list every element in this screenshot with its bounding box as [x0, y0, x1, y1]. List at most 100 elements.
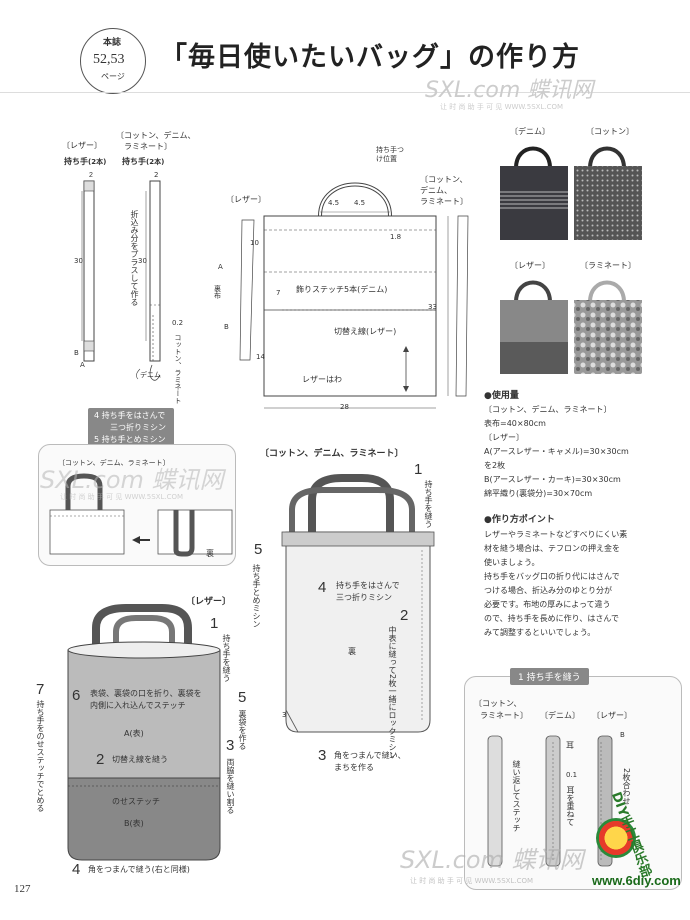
handle-dim-length: 30 [74, 257, 83, 265]
handle-label-a: A [80, 361, 85, 369]
pattern-dim-28: 28 [340, 403, 349, 411]
step45-drawing [49, 473, 233, 557]
handle-dim-width-2: 2 [154, 171, 159, 179]
materials-leather-b: B(アースレザー・カーキ)=30×30cm [484, 475, 621, 484]
materials-cotton-label: 〔コットン、デニム、ラミネート〕 [484, 405, 612, 414]
watermark-logo-mid: SXL.com 蝶讯网 [40, 466, 224, 494]
leather-noseru: のせステッチ [112, 797, 160, 806]
cotton-step3-text: 角をつまんで縫い、まちを作る [334, 751, 406, 772]
cotton-step2-num: 2 [400, 607, 409, 624]
pattern-dim-14: 14 [256, 353, 265, 361]
leather-step2-text: 切替え線を縫う [112, 755, 168, 764]
pattern-lining: 裏布 [214, 285, 221, 300]
handle-drawings [81, 180, 161, 381]
step45-line5: 5 持ち手とめミシン [94, 435, 166, 444]
points-line: つける場合、折込み分のゆとり分が [484, 586, 612, 595]
cotton-step1-num: 1 [414, 461, 423, 478]
points-line: 持ち手をバッグ口の折り代にはさんで [484, 572, 620, 581]
step45-line4b: 三つ折りミシン [110, 423, 166, 432]
cotton-step4-num: 4 [318, 579, 327, 596]
leather-bag-drawing [67, 604, 221, 861]
watermark-logo: SXL.com 蝶讯网 [425, 78, 594, 103]
badge-unit: ページ [101, 72, 125, 81]
handle-title-2: 持ち手 [122, 157, 146, 166]
badge-top: 本誌 [103, 38, 122, 48]
step1-note1: 縫い返してステッチ [512, 760, 521, 832]
pattern-dim-33: 33 [428, 303, 437, 311]
page-badge: 本誌 52,53 ページ [80, 28, 146, 94]
pattern-dim-45a: 4.5 [328, 199, 340, 207]
materials-leather-c: 綿平織り(裏袋分)=30×70cm [484, 489, 593, 498]
handle-cotton-side: コットン、ラミネート [174, 334, 182, 404]
club-logo-icon [596, 818, 636, 858]
photo-label-laminate: 〔ラミネート〕 [580, 261, 636, 270]
pattern-switch-line: 切替え線(レザー) [334, 327, 397, 336]
photo-label-leather: 〔レザー〕 [510, 261, 550, 270]
leather-step3-num: 3 [226, 737, 235, 754]
points-line: ので、持ち手を長めに作り、はさんで [484, 614, 619, 623]
materials-cotton-line: 表布=40×80cm [484, 419, 546, 428]
step1-label-b: B [620, 731, 625, 739]
handle-dim-length-2: 30 [138, 257, 147, 265]
step1-note2: 耳を重ねて [566, 786, 575, 826]
materials-leather-label: 〔レザー〕 [484, 433, 524, 442]
cotton-step5-num: 5 [254, 541, 263, 558]
photo-label-denim: 〔デニム〕 [510, 127, 550, 136]
leather-step4-text: 角をつまんで縫う(右と同様) [88, 865, 190, 874]
leather-step5-num: 5 [238, 689, 247, 706]
materials-leather-a2: を2枚 [484, 461, 506, 470]
cotton-step4-text-a: 持ち手をはさんで [336, 581, 400, 590]
site-url: www.6diy.com [592, 873, 681, 888]
step45-tag [88, 408, 174, 448]
photo-laminate-bag [574, 280, 642, 374]
leather-step6-num: 6 [72, 687, 81, 704]
step1-dim-01: 0.1 [566, 771, 578, 779]
handle-cotton-title: 持ち手(2本) [122, 158, 164, 166]
pattern-handle-pos: 持ち手つけ位置 [376, 146, 404, 163]
step1-leather-label: 〔レザー〕 [592, 711, 632, 720]
cotton-step4-text-b: 三つ折りミシン [336, 593, 392, 602]
points-line: みて調整するといいでしょう。 [484, 628, 596, 637]
handle-fold-note: 折込み分をプラスして作る [130, 210, 139, 306]
leather-step1-text: 持ち手を縫う [222, 634, 231, 682]
step45-cotton-label: 〔コットン、デニム、ラミネート〕 [58, 459, 170, 467]
step1-cotton-label2: ラミネート〕 [480, 711, 528, 720]
page-number: 127 [14, 883, 31, 895]
watermark-sub: 让 时 尚 助 手 可 见 WWW.5SXL.COM [440, 103, 564, 111]
handle-dim-02: 0.2 [172, 319, 184, 327]
watermark-logo-bottom: SXL.com 蝶讯网 [400, 846, 584, 874]
page-title: 「毎日使いたいバッグ」の作り方 [160, 42, 580, 73]
badge-pages: 52,53 [93, 52, 125, 67]
photo-denim-bag [500, 146, 568, 240]
handle-leather-title: 持ち手(2本) [64, 158, 106, 166]
step1-tag: 1 持ち手を縫う [510, 668, 589, 685]
handle-denim-side: デニム [140, 371, 161, 379]
handle-leather-label: 〔レザー〕 [62, 141, 102, 150]
photo-leather-bag [500, 280, 568, 374]
cotton-step3-num: 3 [318, 747, 327, 764]
step45-ura: 裏 [206, 549, 214, 558]
cotton-bag-drawing [281, 474, 435, 733]
leather-step7-num: 7 [36, 681, 45, 698]
watermark-sub-mid: 让 时 尚 助 手 可 见 WWW.5SXL.COM [60, 493, 184, 501]
watermark-sub-bottom: 让 时 尚 助 手 可 见 WWW.5SXL.COM [410, 877, 534, 885]
leather-step4-num: 4 [72, 861, 81, 878]
pattern-label-b: B [224, 323, 229, 331]
pattern-dim-45b: 4.5 [354, 199, 366, 207]
leather-step3-text: 両脇を縫い割る [226, 758, 235, 814]
cotton-step2-text: 中表に縫って2枚一緒にロックミシン [388, 626, 397, 760]
step1-note3: 2枚合わせ [622, 768, 631, 806]
materials-leather-a: A(アースレザー・キャメル)=30×30cm [484, 447, 629, 456]
pattern-dim-7: 7 [276, 289, 281, 297]
points-line: 使いましょう。 [484, 558, 540, 567]
cotton-dim-3: 3 [282, 711, 287, 719]
handle-title: 持ち手 [64, 157, 88, 166]
pattern-dim-10: 10 [250, 239, 259, 247]
pattern-cotton-label: 〔コットン、デニム、ラミネート〕 [420, 175, 468, 206]
cotton-ura: 裏 [348, 647, 356, 656]
photo-cotton-bag [574, 146, 642, 240]
leather-step6-text-b: 内側に入れ込んでステッチ [90, 701, 186, 710]
step45-line4: 4 持ち手をはさんで [94, 411, 166, 420]
pattern-label-a: A [218, 263, 223, 271]
handle-qty-2: (2本) [146, 158, 165, 166]
